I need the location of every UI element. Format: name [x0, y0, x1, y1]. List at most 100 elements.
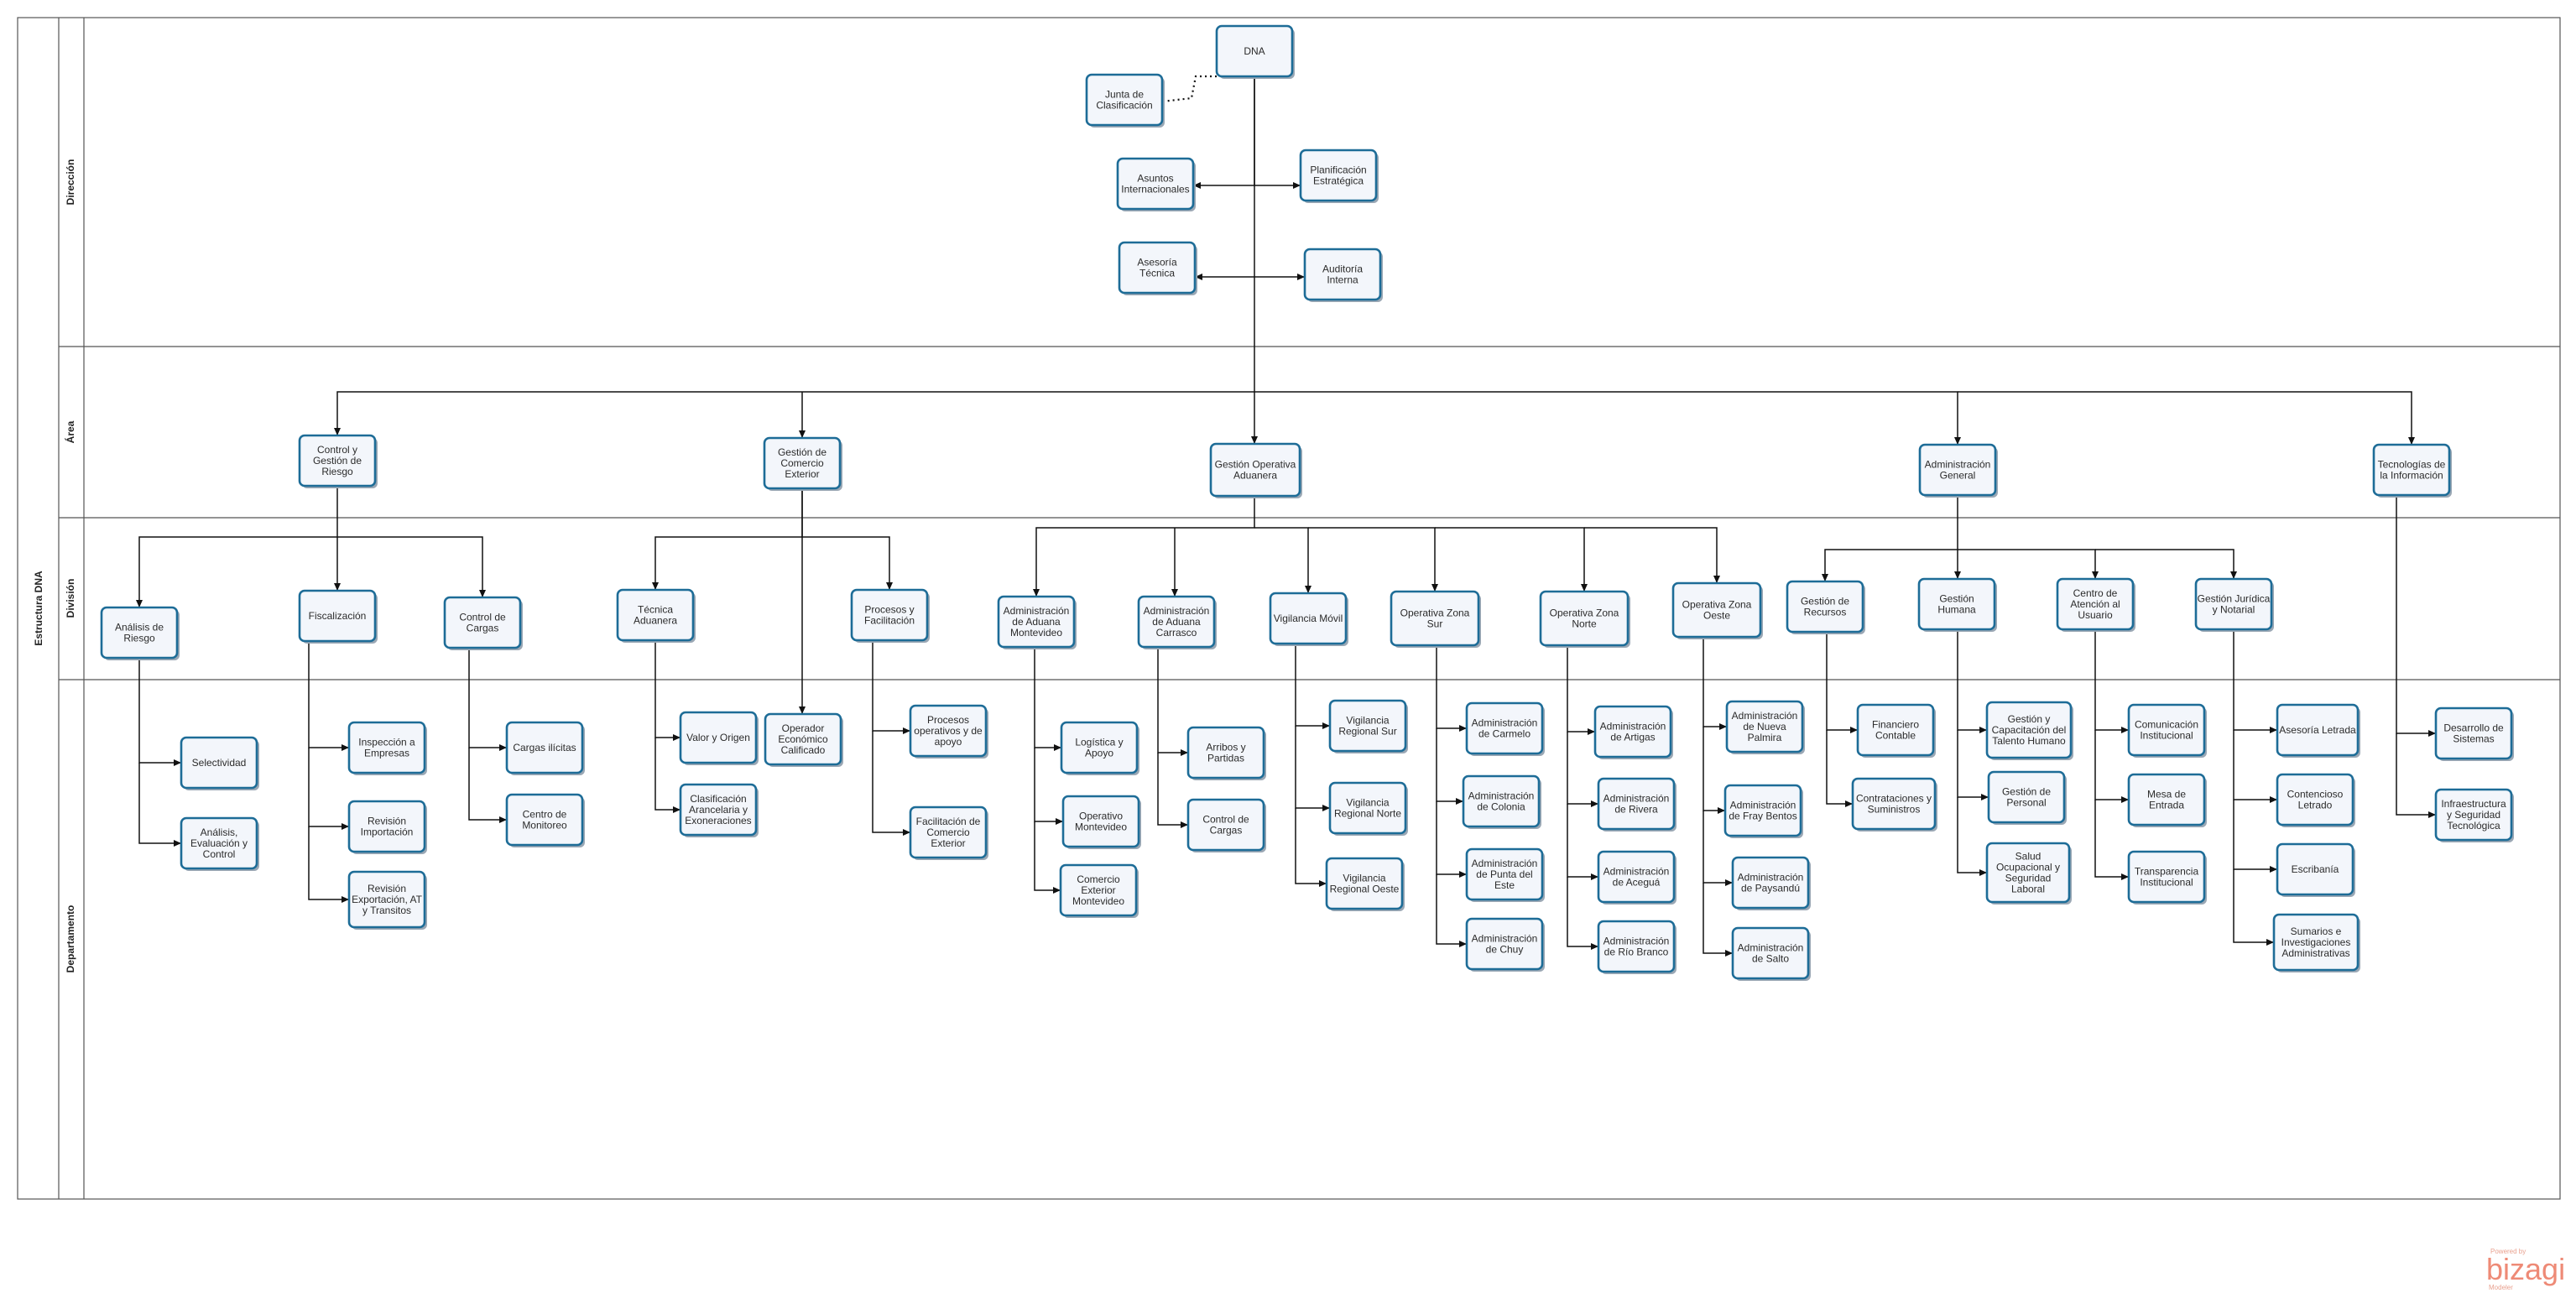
node-fis[interactable]: Fiscalización [298, 589, 378, 644]
node-label: Procesos [927, 714, 969, 726]
node-sel[interactable]: Selectividad [180, 736, 259, 790]
connector-line [1826, 632, 1858, 733]
node-vo[interactable]: Valor y Origen [679, 711, 759, 765]
node-label: Asesoría [1137, 257, 1177, 269]
node-label: Regional Sur [1338, 726, 1396, 738]
node-label: Letrado [2298, 800, 2333, 811]
node-box [1118, 241, 1197, 295]
node-box [2056, 577, 2135, 631]
connectors [136, 75, 2436, 957]
node-al[interactable]: Asesoría Letrada [2276, 703, 2360, 758]
node-vm[interactable]: Vigilancia Móvil [1269, 592, 1348, 646]
node-esc[interactable]: Escribanía [2276, 842, 2355, 897]
connector-line [2094, 800, 2129, 880]
node-label: Internacionales [1121, 184, 1189, 196]
node-label: Tecnológica [2447, 820, 2500, 832]
node-box [1186, 798, 1265, 852]
node-label: Riesgo [123, 633, 155, 644]
node-label: Técnica [1139, 268, 1175, 279]
node-label: de Salto [1752, 953, 1789, 965]
node-label: Administración [1468, 790, 1535, 802]
node-box [1328, 699, 1407, 753]
node-box [1597, 777, 1676, 831]
node-label: de Aduana [1152, 616, 1201, 628]
node-cil[interactable]: Cargas ilícitas [505, 721, 585, 775]
node-dna[interactable]: DNA [1215, 24, 1295, 79]
node-label: Gestión de [2002, 786, 2051, 798]
node-label: y Notarial [2213, 604, 2255, 616]
connector-line [1436, 874, 1467, 947]
node-label: Carrasco [1156, 627, 1197, 639]
connector-line [138, 658, 181, 766]
node-box [2372, 443, 2451, 497]
connector-line [1034, 821, 1061, 894]
node-label: Contencioso [2287, 789, 2344, 800]
node-label: Montevideo [1010, 627, 1062, 639]
